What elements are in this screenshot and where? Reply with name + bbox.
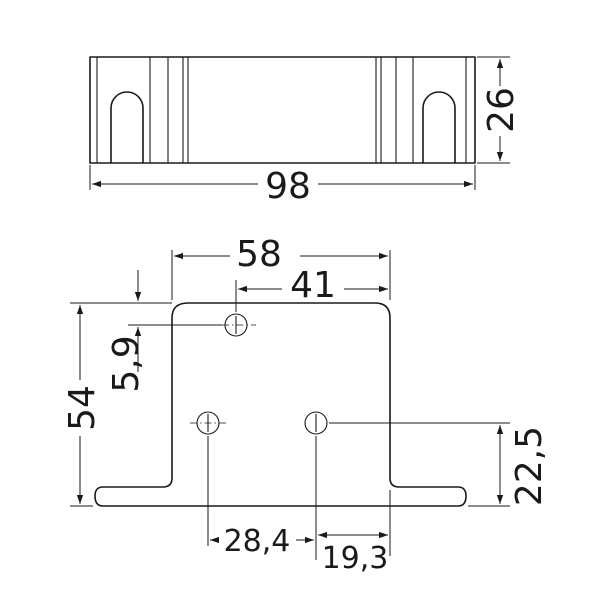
dim-98-label: 98	[265, 166, 311, 207]
left-slot	[110, 91, 144, 163]
dim-22-5-label: 22,5	[509, 426, 550, 506]
right-slot	[422, 91, 456, 163]
dim-28-4-label: 28,4	[224, 524, 291, 559]
hole-right	[304, 411, 328, 435]
dim-41-label: 41	[290, 265, 336, 306]
top-view: 98 26	[89, 56, 522, 207]
dim-54-label: 54	[62, 385, 103, 431]
front-view-outline	[94, 302, 467, 507]
dim-26-label: 26	[481, 87, 522, 133]
hole-top	[222, 313, 256, 337]
front-view: 58 41 5,9 54 22,5 28,4 19,3	[62, 234, 550, 576]
dim-58-label: 58	[236, 234, 282, 275]
hole-left	[190, 411, 228, 435]
dim-5-9-label: 5,9	[106, 335, 147, 392]
top-view-outline	[89, 56, 476, 164]
dim-19-3-label: 19,3	[322, 541, 389, 576]
